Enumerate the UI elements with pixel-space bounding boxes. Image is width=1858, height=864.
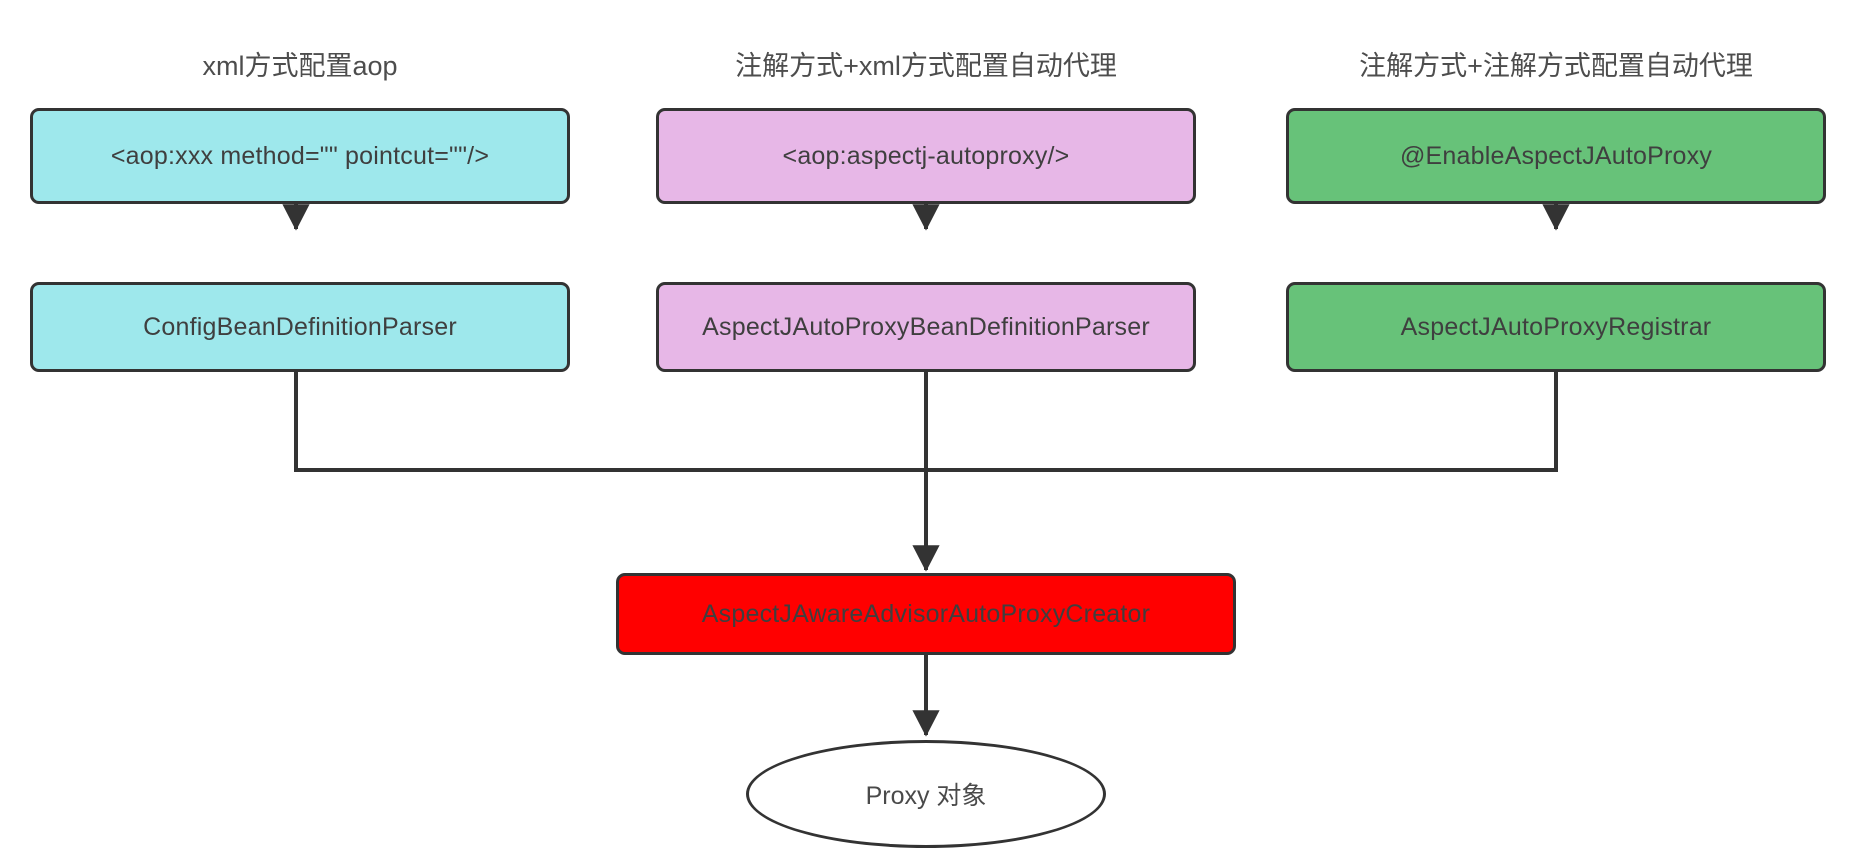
node-aop-xxx-tag[interactable]: <aop:xxx method="" pointcut=""/> <box>30 108 570 204</box>
node-aspectj-autoproxy-registrar[interactable]: AspectJAutoProxyRegistrar <box>1286 282 1826 372</box>
column-title-annotation-annotation: 注解方式+注解方式配置自动代理 <box>1359 51 1753 81</box>
node-aspectj-aware-advisor-auto-proxy-creator[interactable]: AspectJAwareAdvisorAutoProxyCreator <box>616 573 1236 655</box>
column-title-xml-aop: xml方式配置aop <box>202 51 398 81</box>
node-enable-aspectj-autoproxy[interactable]: @EnableAspectJAutoProxy <box>1286 108 1826 204</box>
node-config-bean-definition-parser[interactable]: ConfigBeanDefinitionParser <box>30 282 570 372</box>
node-aspectj-autoproxy-tag[interactable]: <aop:aspectj-autoproxy/> <box>656 108 1196 204</box>
column-title-annotation-xml: 注解方式+xml方式配置自动代理 <box>735 51 1117 81</box>
node-proxy-object[interactable]: Proxy 对象 <box>746 740 1106 848</box>
node-aspectj-autoproxy-bean-definition-parser[interactable]: AspectJAutoProxyBeanDefinitionParser <box>656 282 1196 372</box>
